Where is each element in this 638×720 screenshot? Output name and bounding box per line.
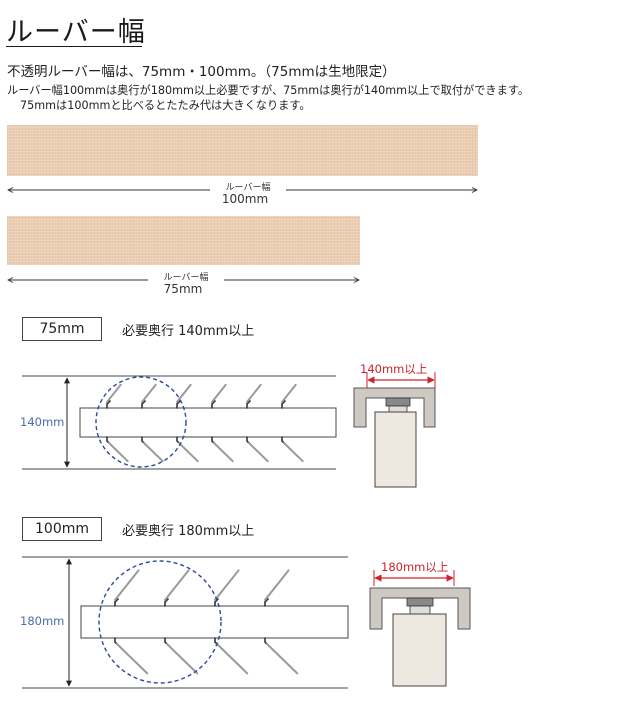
bracket-diagram-100mm — [369, 570, 471, 687]
slat-upper-75mm-6 — [281, 383, 297, 403]
slat-lower-100mm-4 — [266, 643, 299, 675]
detail-circle-100mm — [98, 560, 222, 684]
slat-lower-75mm-2 — [143, 442, 164, 463]
slat-lower-75mm-3 — [178, 442, 199, 463]
bracket-diagram-75mm — [353, 372, 436, 488]
slat-lower-100mm-2 — [166, 643, 199, 675]
bracket-depth-label-75mm: 140mm以上 — [360, 362, 428, 376]
swatch-label-100mm: ルーバー幅 — [210, 180, 286, 193]
slat-lower-100mm-1 — [116, 643, 149, 675]
slat-hook-75mm-1 — [106, 400, 111, 409]
slat-upper-75mm-1 — [106, 383, 122, 403]
depth-label-100mm: 180mm — [20, 614, 65, 628]
swatch-value-75mm: 75mm — [163, 282, 203, 296]
depth-label-75mm: 140mm — [20, 415, 65, 429]
head-rail-100mm — [80, 605, 349, 639]
head-rail-75mm — [79, 407, 337, 438]
slat-hook-100mm-4 — [264, 598, 269, 607]
slat-upper-75mm-5 — [246, 383, 262, 403]
louver-size-badge-75mm: 75mm — [22, 317, 102, 341]
note-line-1: ルーバー幅100mmは奥行が180mm以上必要ですが、75mmは奥行が140mm… — [7, 84, 530, 97]
slat-hook-100mm-1 — [114, 598, 119, 607]
required-depth-100mm: 必要奥行 180mm以上 — [122, 524, 255, 539]
bracket-depth-label-100mm: 180mm以上 — [381, 560, 449, 574]
intro-text: 不透明ルーバー幅は、75mm・100mm。（75mmは生地限定） — [7, 64, 396, 80]
required-depth-75mm: 必要奥行 140mm以上 — [122, 324, 255, 339]
slat-lower-75mm-5 — [248, 442, 269, 463]
slat-hook-75mm-4 — [211, 400, 216, 409]
depth-diagram-75mm — [22, 375, 337, 470]
slat-lower-75mm-1 — [108, 442, 129, 463]
note-line-2: 75mmは100mmと比べるとたたみ代は大きくなります。 — [20, 99, 311, 112]
slat-upper-100mm-3 — [214, 569, 240, 601]
louver-size-badge-100mm: 100mm — [22, 517, 102, 541]
detail-circle-75mm — [95, 376, 187, 468]
depth-diagram-100mm — [22, 556, 349, 689]
slat-hook-75mm-2 — [141, 400, 146, 409]
swatch-label-75mm: ルーバー幅 — [148, 270, 224, 283]
louver-swatch-75mm — [7, 216, 360, 265]
slat-upper-100mm-1 — [114, 569, 140, 601]
louver-swatch-100mm — [7, 125, 478, 176]
slat-lower-100mm-3 — [216, 643, 249, 675]
title-underline — [6, 46, 142, 47]
slat-hook-75mm-6 — [281, 400, 286, 409]
slat-hook-75mm-3 — [176, 400, 181, 409]
slat-upper-100mm-2 — [164, 569, 190, 601]
slat-lower-75mm-6 — [283, 442, 304, 463]
slat-hook-75mm-5 — [246, 400, 251, 409]
slat-hook-100mm-2 — [164, 598, 169, 607]
slat-lower-75mm-4 — [213, 442, 234, 463]
slat-upper-100mm-4 — [264, 569, 290, 601]
slat-upper-75mm-4 — [211, 383, 227, 403]
page-title: ルーバー幅 — [6, 17, 146, 48]
slat-upper-75mm-3 — [176, 383, 192, 403]
swatch-value-100mm: 100mm — [221, 192, 269, 206]
slat-upper-75mm-2 — [141, 383, 157, 403]
